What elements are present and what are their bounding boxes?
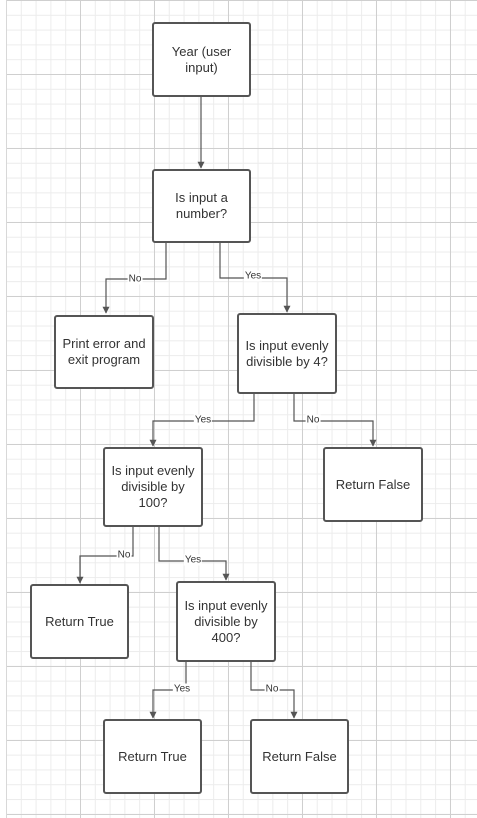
- node-is-number[interactable]: Is input a number?: [152, 169, 251, 243]
- node-div100-label: Is input evenly divisible by 100?: [111, 463, 195, 510]
- node-div400[interactable]: Is input evenly divisible by 400?: [176, 581, 276, 662]
- node-return-false-1-label: Return False: [335, 476, 411, 492]
- node-return-false-2[interactable]: Return False: [250, 719, 349, 794]
- connector-div400-yes: [149, 662, 187, 719]
- node-start-label: Year (user input): [171, 43, 232, 75]
- node-return-true-1-label: Return True: [45, 613, 114, 629]
- node-print-error-label: Print error and exit program: [62, 336, 146, 367]
- connector-div4-no: [293, 394, 377, 447]
- node-div4[interactable]: Is input evenly divisible by 4?: [237, 313, 337, 394]
- edge-label-div400-no: No: [264, 683, 280, 695]
- node-return-true-2-label: Return True: [118, 748, 187, 764]
- node-return-false-2-label: Return False: [262, 748, 337, 764]
- edge-label-div400-yes: Yes: [172, 683, 192, 695]
- edge-label-is-number-yes: Yes: [243, 270, 263, 282]
- node-div100[interactable]: Is input evenly divisible by 100?: [103, 447, 203, 527]
- node-return-true-1[interactable]: Return True: [30, 584, 129, 659]
- node-div4-label: Is input evenly divisible by 4?: [245, 337, 329, 369]
- connector-div100-yes: [158, 527, 230, 581]
- node-return-true-2[interactable]: Return True: [103, 719, 202, 794]
- connector-div100-no: [76, 527, 134, 584]
- node-return-false-1[interactable]: Return False: [323, 447, 423, 522]
- edge-label-div100-no: No: [116, 549, 132, 561]
- node-print-error[interactable]: Print error and exit program: [54, 315, 154, 389]
- edge-label-is-number-no: No: [127, 273, 143, 285]
- node-div400-label: Is input evenly divisible by 400?: [184, 597, 268, 645]
- node-is-number-label: Is input a number?: [175, 190, 228, 221]
- edge-label-div4-no: No: [305, 414, 321, 426]
- edge-label-div4-yes: Yes: [193, 414, 213, 426]
- edge-label-div100-yes: Yes: [183, 554, 203, 566]
- node-start[interactable]: Year (user input): [152, 22, 251, 97]
